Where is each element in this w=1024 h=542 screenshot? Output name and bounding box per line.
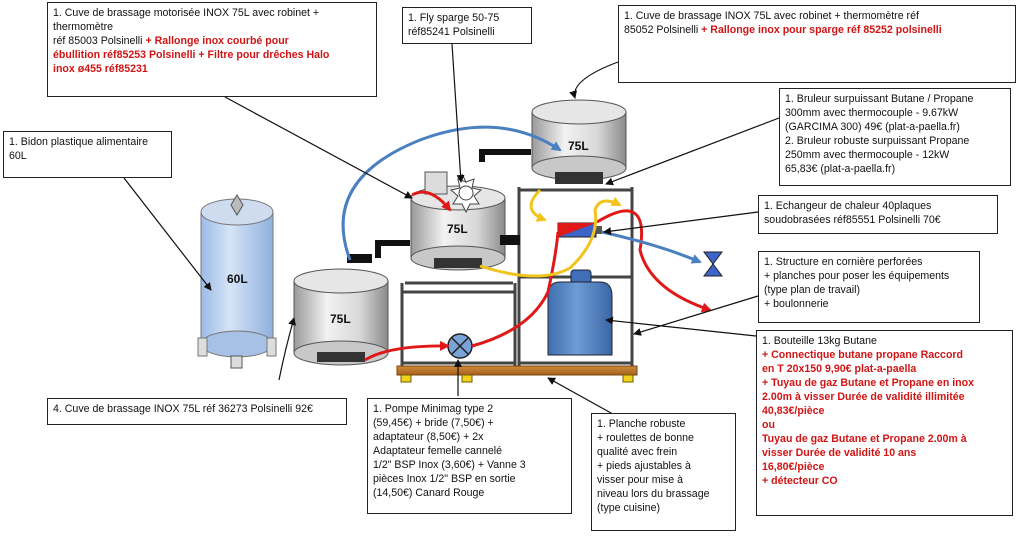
plank-line-1: 1. Planche robuste <box>597 418 686 430</box>
plank-line-3: qualité avec frein <box>597 446 678 458</box>
plank-line-4: + pieds ajustables à <box>597 460 691 472</box>
pump-line-6: pièces Inox 1/2" BSP en sortie <box>373 473 516 485</box>
gas-line-2: + Connectique butane propane Raccord <box>762 349 964 361</box>
callout-lines <box>123 43 780 419</box>
motorized-line-5: inox ø455 réf85231 <box>53 63 148 75</box>
hlt-tank-75l <box>531 99 627 184</box>
motorized-line-3: réf 85003 Polsinelli + Rallonge inox cou… <box>53 34 371 48</box>
gas-line-1: 1. Bouteille 13kg Butane <box>762 335 877 347</box>
boil-tank-label: 75L <box>330 312 351 326</box>
callout-gas-bottle: 1. Bouteille 13kg Butane + Connectique b… <box>756 330 1013 516</box>
pump-line-1: 1. Pompe Minimag type 2 <box>373 403 494 415</box>
burner-line-6: 65,83€ (plat-a-paella.fr) <box>785 163 896 175</box>
pump-line-3: adaptateur (8,50€) + 2x <box>373 431 484 443</box>
fly-sparge-icon <box>449 173 483 214</box>
blue-hoses <box>341 125 702 264</box>
bidon-line-1: 1. Bidon plastique alimentaire <box>9 136 148 148</box>
callout-structure: 1. Structure en cornière perforées + pla… <box>758 251 980 323</box>
gas-line-9: visser Durée de validité 10 ans <box>762 447 917 459</box>
heat-exchanger-icon <box>557 222 602 238</box>
motorized-extra-1: + Rallonge inox courbé pour <box>145 35 289 47</box>
yellow-hoses <box>479 188 622 278</box>
callout-motorized-mash-tank: 1. Cuve de brassage motorisée INOX 75L a… <box>47 2 377 97</box>
structure-line-4: + boulonnerie <box>764 298 829 310</box>
hlt-tank-label: 75L <box>568 139 589 153</box>
burner-line-2: 300mm avec thermocouple - 9.67kW <box>785 107 959 119</box>
gas-line-6: 40,83€/pièce <box>762 405 825 417</box>
gas-line-4: + Tuyau de gaz Butane et Propane en inox <box>762 377 975 389</box>
callout-fly-sparge: 1. Fly sparge 50-75 réf85241 Polsinelli <box>402 7 532 44</box>
burner-line-3: (GARCIMA 300) 49€ (plat-a-paella.fr) <box>785 121 960 133</box>
mash-tank-75l <box>410 171 520 271</box>
steel-frame <box>400 187 634 368</box>
motorized-ref: réf 85003 Polsinelli <box>53 35 143 47</box>
gas-line-7: ou <box>762 419 775 431</box>
black-pipes <box>375 149 531 258</box>
sparge-line-2: réf85241 Polsinelli <box>408 26 495 38</box>
wheels <box>400 374 634 383</box>
callout-pump: 1. Pompe Minimag type 2 (59,45€) + bride… <box>367 398 572 514</box>
motorized-line-4: ébullition réf85253 Polsinelli + Filtre … <box>53 49 330 61</box>
callout-heat-exchanger: 1. Echangeur de chaleur 40plaques soudob… <box>758 195 998 234</box>
plank-line-5: visser pour mise à <box>597 474 683 486</box>
structure-line-2: + planches pour poser les équipements <box>764 270 950 282</box>
gas-bottle <box>547 269 613 356</box>
bidon-60l <box>197 194 277 369</box>
plank-line-6: niveau lors du brassage <box>597 488 710 500</box>
hlt-ref: 85052 Polsinelli <box>624 24 699 36</box>
gas-line-5: 2.00m à visser Durée de validité illimit… <box>762 391 965 403</box>
burner-line-1: 1. Bruleur surpuissant Butane / Propane <box>785 93 974 105</box>
hlt-line-1: 1. Cuve de brassage INOX 75L avec robine… <box>624 10 919 22</box>
wooden-plank <box>396 365 638 376</box>
hlt-line-2: 85052 Polsinelli + Rallonge inox pour sp… <box>624 23 1010 37</box>
mash-tank-label: 75L <box>447 222 468 236</box>
pump-line-5: 1/2" BSP Inox (3,60€) + Vanne 3 <box>373 459 526 471</box>
plank-line-2: + roulettes de bonne <box>597 432 694 444</box>
gas-line-11: + détecteur CO <box>762 475 838 487</box>
callout-plank: 1. Planche robuste + roulettes de bonne … <box>591 413 736 531</box>
callout-bidon: 1. Bidon plastique alimentaire 60L <box>3 131 172 178</box>
pump-line-4: Adaptateur femelle cannelé <box>373 445 502 457</box>
exchanger-line-2: soudobrasées réf85551 Polsinelli 70€ <box>764 214 941 226</box>
plank-line-7: (type cuisine) <box>597 502 660 514</box>
hlt-extra: + Rallonge inox pour sparge réf 85252 po… <box>701 24 942 36</box>
gas-line-3: en T 20x150 9,90€ plat-a-paella <box>762 363 917 375</box>
bottom-tank-line-1: 4. Cuve de brassage INOX 75L réf 36273 P… <box>53 403 313 415</box>
pump-icon <box>447 333 473 359</box>
structure-line-1: 1. Structure en cornière perforées <box>764 256 923 268</box>
bidon-label: 60L <box>227 272 248 286</box>
structure-line-3: (type plan de travail) <box>764 284 860 296</box>
gas-line-10: 16,80€/pièce <box>762 461 825 473</box>
callout-bottom-tank: 4. Cuve de brassage INOX 75L réf 36273 P… <box>47 398 347 425</box>
red-hoses <box>364 190 712 362</box>
valve-icon <box>703 251 723 277</box>
pump-line-7: (14,50€) Canard Rouge <box>373 487 485 499</box>
boil-tank-75l <box>293 254 389 366</box>
burner-line-4: 2. Bruleur robuste surpuissant Propane <box>785 135 970 147</box>
sparge-line-1: 1. Fly sparge 50-75 <box>408 12 500 24</box>
callout-hlt-tank: 1. Cuve de brassage INOX 75L avec robine… <box>618 5 1016 83</box>
motorized-line-1: 1. Cuve de brassage motorisée INOX 75L a… <box>53 7 320 19</box>
callout-burner: 1. Bruleur surpuissant Butane / Propane … <box>779 88 1011 186</box>
bidon-line-2: 60L <box>9 150 27 162</box>
burner-line-5: 250mm avec thermocouple - 12kW <box>785 149 950 161</box>
pump-line-2: (59,45€) + bride (7,50€) + <box>373 417 494 429</box>
motorized-line-2: thermomètre <box>53 21 114 33</box>
gas-line-8: Tuyau de gaz Butane et Propane 2.00m à <box>762 433 967 445</box>
exchanger-line-1: 1. Echangeur de chaleur 40plaques <box>764 200 932 212</box>
